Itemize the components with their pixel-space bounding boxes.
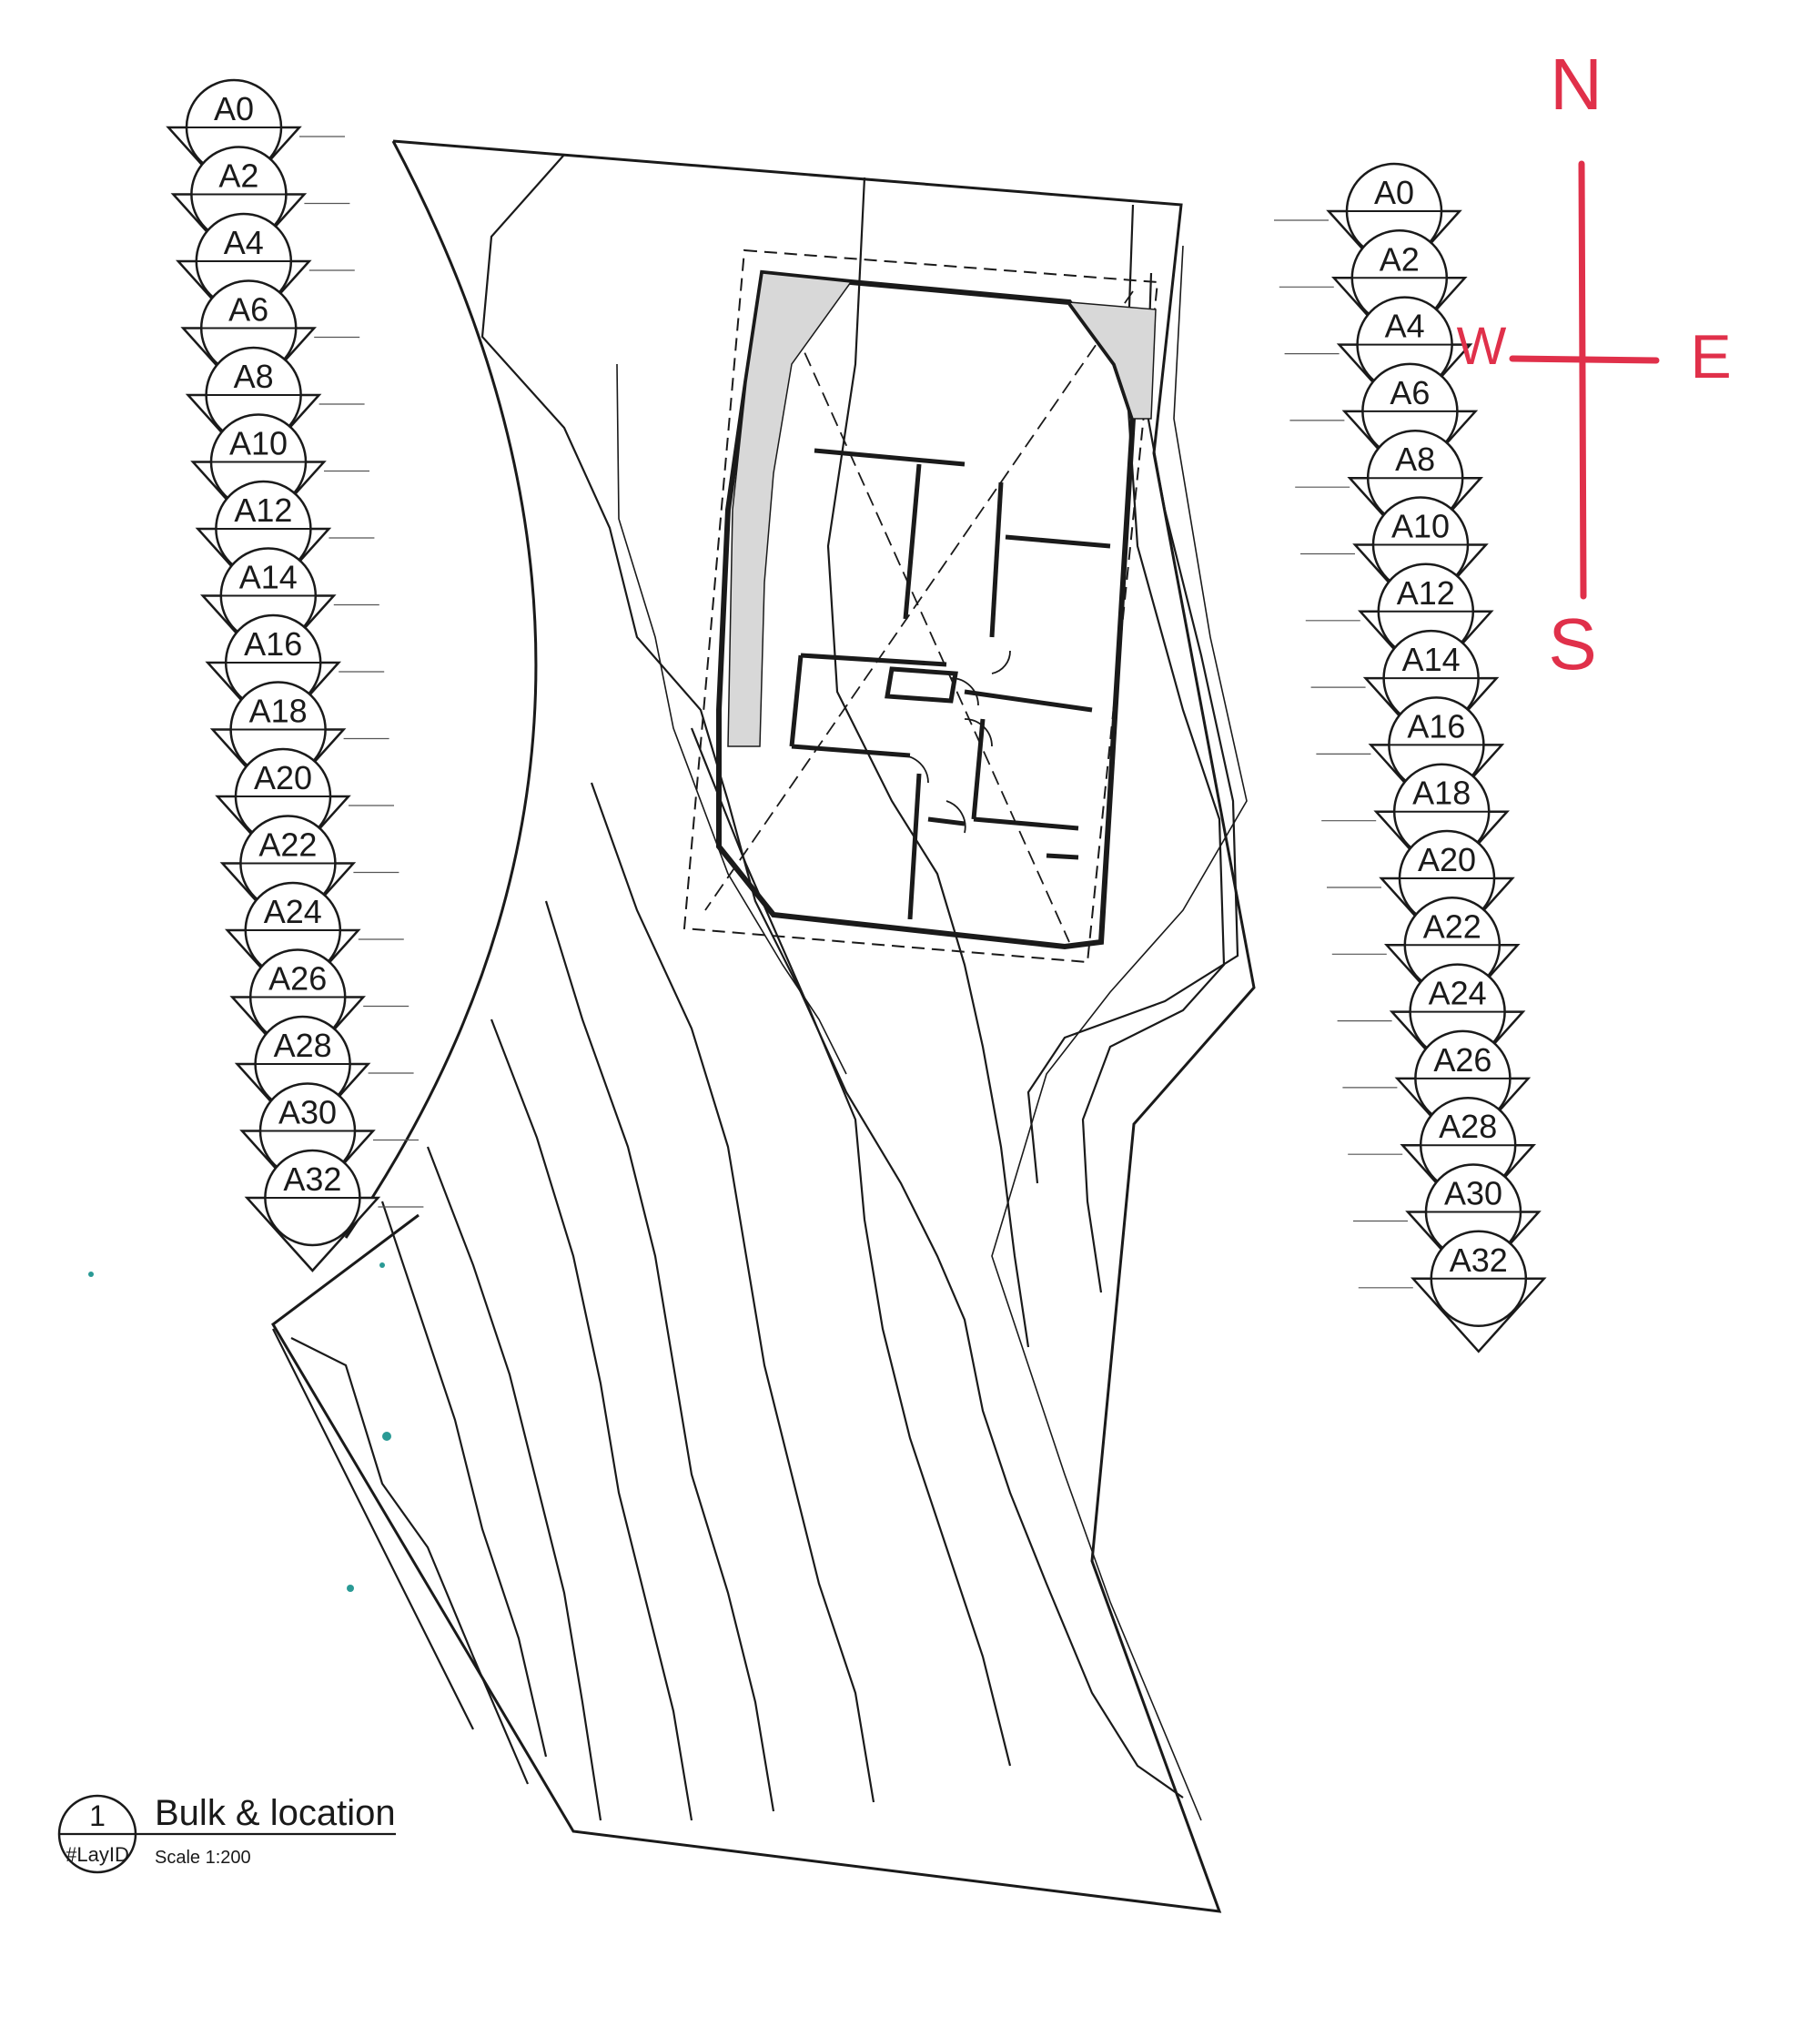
site-boundary: [271, 139, 1256, 1913]
section-marker-label: A6: [1390, 374, 1430, 411]
interior-walls: [789, 448, 1111, 920]
compass-rose: N S E W: [1457, 44, 1732, 684]
section-marker: A32: [1358, 1230, 1547, 1353]
section-marker-label: A2: [218, 157, 258, 195]
section-marker-label: A32: [1450, 1241, 1508, 1279]
compass-east-label: E: [1690, 322, 1731, 391]
layout-id: #LayID: [66, 1843, 129, 1866]
section-marker-label: A16: [1407, 707, 1465, 745]
drawing-scale: Scale 1:200: [155, 1848, 251, 1868]
compass-north-label: N: [1550, 44, 1603, 125]
section-marker-label: A8: [1395, 441, 1435, 478]
section-marker-label: A2: [1380, 240, 1420, 278]
contour-lines: [272, 154, 1239, 1821]
section-marker-label: A22: [258, 826, 317, 864]
building-footprint: [682, 248, 1159, 964]
section-marker-label: A4: [1385, 308, 1425, 345]
section-marker-label: A32: [283, 1160, 341, 1198]
section-marker-label: A20: [254, 759, 312, 796]
boundary-arc: [344, 140, 538, 1239]
section-marker-label: A12: [234, 492, 292, 529]
door-swings: [900, 650, 1011, 834]
compass-ns-axis: [1578, 160, 1587, 600]
section-marker: A32: [244, 1149, 424, 1272]
section-marker: A4: [1284, 296, 1473, 420]
section-marker-label: A30: [1444, 1175, 1502, 1212]
section-markers-left: A0A2A4A6A8A10A12A14A16A18A20A22A24A26A28…: [166, 78, 424, 1272]
section-marker-label: A10: [229, 425, 288, 462]
title-block: 1 #LayID Bulk & location Scale 1:200: [57, 1793, 396, 1874]
section-marker-label: A16: [244, 625, 302, 663]
compass-south-label: S: [1548, 603, 1596, 684]
section-marker-label: A0: [214, 90, 254, 127]
section-marker-label: A20: [1418, 841, 1476, 878]
section-marker-label: A28: [1439, 1108, 1497, 1145]
section-marker-label: A30: [278, 1094, 337, 1131]
drawing-number: 1: [89, 1799, 106, 1832]
section-marker-label: A12: [1397, 574, 1455, 612]
section-marker-label: A6: [228, 291, 268, 329]
section-marker-label: A8: [234, 358, 274, 395]
survey-line: [616, 245, 1248, 1821]
section-marker-label: A18: [249, 693, 308, 730]
section-marker-label: A10: [1391, 508, 1450, 545]
compass-ew-axis: [1509, 355, 1660, 364]
scan-specks: [88, 1262, 391, 1592]
section-marker-label: A22: [1423, 907, 1481, 945]
compass-west-label: W: [1457, 317, 1507, 376]
drawing-title: Bulk & location: [155, 1793, 396, 1833]
section-markers-right: A0A2A4A6A8A10A12A14A16A18A20A22A24A26A28…: [1274, 162, 1547, 1353]
section-marker-label: A14: [1402, 641, 1461, 678]
section-marker-label: A26: [1433, 1041, 1491, 1079]
section-marker-label: A24: [1429, 975, 1487, 1012]
section-marker-label: A26: [268, 960, 327, 998]
section-marker-label: A0: [1374, 174, 1414, 211]
deck-hatching: [727, 272, 1157, 747]
section-marker-label: A24: [264, 893, 322, 930]
section-marker-label: A4: [224, 224, 264, 261]
section-marker-label: A28: [274, 1027, 332, 1064]
height-envelope: [682, 248, 1159, 964]
section-marker-label: A14: [239, 559, 298, 596]
section-marker-label: A18: [1412, 775, 1471, 812]
